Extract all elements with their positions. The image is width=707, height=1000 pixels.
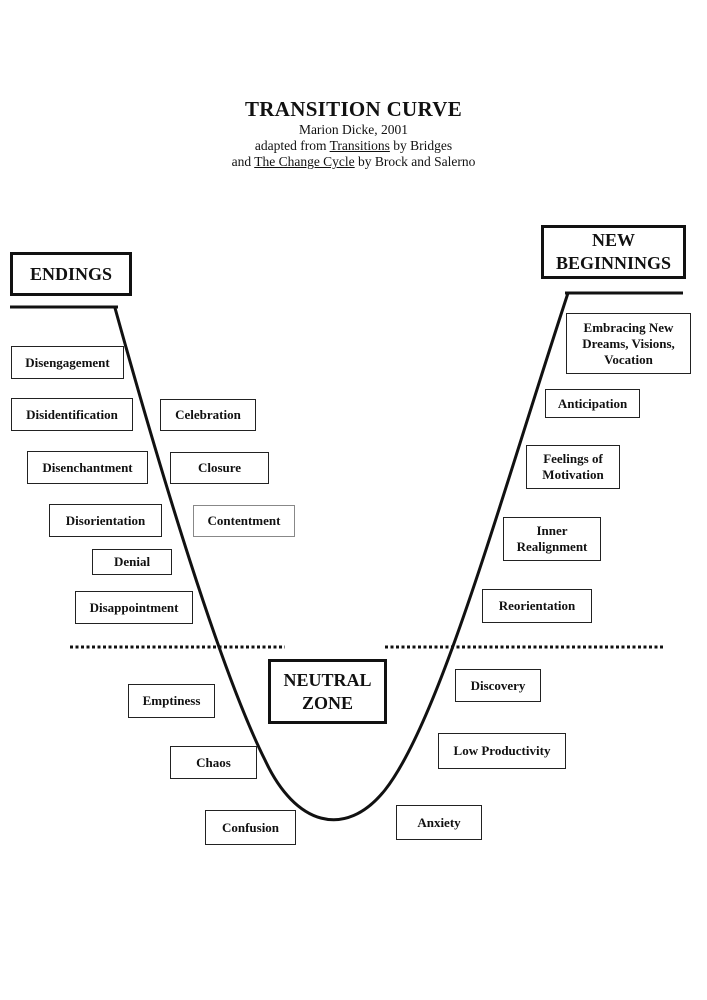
endings-label: ENDINGS <box>29 263 113 284</box>
item-box-closure: Closure <box>170 452 269 484</box>
embracing-line2: Dreams, Visions, <box>582 335 675 351</box>
item-box-anticipation: Anticipation <box>545 389 640 418</box>
item-box-confusion: Confusion <box>205 810 296 845</box>
item-box-emptiness: Emptiness <box>128 684 215 718</box>
source-suffix: by Bridges <box>389 138 453 153</box>
item-box-disengagement: Disengagement <box>11 346 124 379</box>
embracing-line1: Embracing New <box>583 319 674 335</box>
item-box-disorientation: Disorientation <box>49 504 162 537</box>
embracing-line3: Vocation <box>604 351 653 367</box>
source-line-1: adapted from Transitions by Bridges <box>0 138 707 154</box>
source-prefix: and <box>231 154 255 169</box>
new-beginnings-label-line1: NEW <box>591 230 635 250</box>
item-box-denial: Denial <box>92 549 172 575</box>
item-box-disappointment: Disappointment <box>75 591 193 624</box>
item-box-disidentification: Disidentification <box>11 398 133 431</box>
author-credit: Marion Dicke, 2001 <box>298 122 409 137</box>
item-box-reorientation: Reorientation <box>482 589 592 623</box>
item-box-contentment: Contentment <box>193 505 295 537</box>
item-box-anxiety: Anxiety <box>396 805 482 840</box>
feelings-of-motivation-line2: Motivation <box>542 467 604 482</box>
u-curve <box>113 292 570 822</box>
item-box-celebration: Celebration <box>160 399 256 431</box>
diagram-title: TRANSITION CURVE <box>244 97 462 121</box>
neutral-zone-label-line2: ZONE <box>301 692 353 713</box>
item-box-disenchantment: Disenchantment <box>27 451 148 484</box>
neutral-zone-label-line1: NEUTRAL <box>283 669 372 690</box>
item-box-discovery: Discovery <box>455 669 541 702</box>
new-beginnings-label-line2: BEGINNINGS <box>555 253 672 273</box>
source-book-transitions: Transitions <box>329 138 390 153</box>
source-prefix: adapted from <box>254 138 330 153</box>
source-line-2: and The Change Cycle by Brock and Salern… <box>0 154 707 170</box>
inner-realignment-line1: Inner <box>536 523 568 538</box>
item-box-low-productivity: Low Productivity <box>438 733 566 769</box>
new-beginnings-box: NEW BEGINNINGS <box>541 225 686 279</box>
source-book-change-cycle: The Change Cycle <box>254 154 355 169</box>
source-suffix: by Brock and Salerno <box>354 154 476 169</box>
endings-box: ENDINGS <box>10 252 132 296</box>
item-box-chaos: Chaos <box>170 746 257 779</box>
feelings-of-motivation-line1: Feelings of <box>543 451 603 466</box>
inner-realignment-line2: Realignment <box>516 539 588 554</box>
